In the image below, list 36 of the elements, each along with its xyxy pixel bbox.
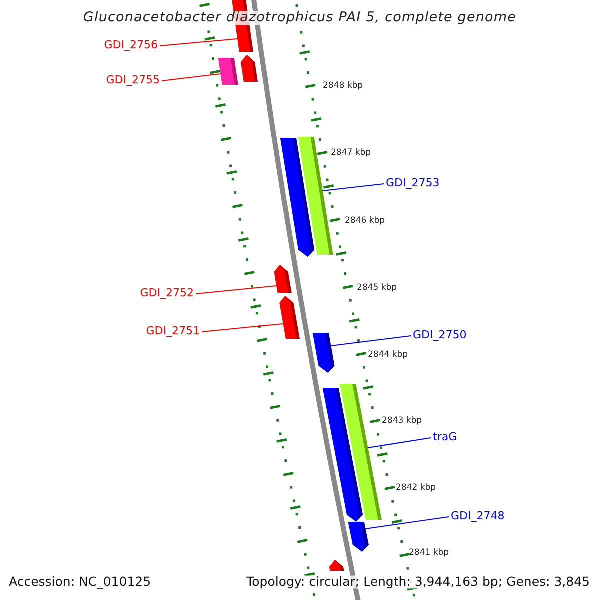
scale-label: 2842 kbp: [396, 484, 436, 492]
scale-label: 2846 kbp: [345, 216, 386, 226]
leader-line: [160, 38, 238, 46]
accession-text: Accession: NC_010125: [9, 576, 152, 588]
gene-feature: [218, 58, 238, 85]
leader-line: [330, 336, 412, 346]
leader-line: [202, 324, 284, 332]
gene-label: GDI_2753: [386, 178, 440, 188]
gene-feature: [280, 296, 300, 339]
gene-feature: [240, 55, 258, 82]
scale-label: 2843 kbp: [382, 416, 422, 426]
leader-line: [322, 184, 384, 192]
gene-label: GDI_2752: [140, 288, 194, 298]
gene-label: GDI_2755: [106, 74, 160, 86]
gene-label: GDI_2751: [146, 326, 200, 336]
gene-label: traG: [433, 432, 458, 442]
gene-label: GDI_2748: [451, 510, 505, 522]
scale-label: 2844 kbp: [368, 350, 408, 360]
gene-label: GDI_2756: [104, 40, 158, 50]
gene-label: GDI_2750: [413, 330, 467, 340]
scale-label: 2847 kbp: [331, 148, 372, 158]
scale-label: 2845 kbp: [357, 284, 398, 292]
title: Gluconacetobacter diazotrophicus PAI 5, complete genome: [83, 11, 517, 25]
gene-feature: [312, 333, 335, 373]
gene-feature: [340, 384, 382, 520]
gene-feature: [348, 522, 369, 552]
scale-label: 2848 kbp: [323, 82, 364, 90]
gene-feature: [329, 560, 344, 571]
leader-line: [196, 286, 278, 294]
scale-label: 2841 kbp: [409, 548, 450, 558]
gene-feature: [274, 265, 292, 293]
leader-line: [365, 516, 450, 530]
leader-line: [367, 438, 432, 448]
gene-feature: [298, 137, 334, 255]
genome-info-text: Topology: circular; Length: 3,944,163 bp; Genes: 3,845: [246, 576, 590, 588]
leader-line: [162, 74, 222, 82]
